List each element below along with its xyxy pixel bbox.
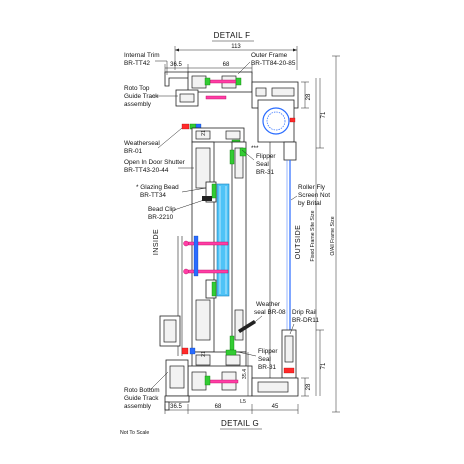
svg-text:BR-TT34: BR-TT34: [140, 192, 166, 199]
svg-text:BR-31: BR-31: [258, 364, 277, 371]
vertical-frame-dims: Fixed Frame Site Size O/All Frame Size: [310, 55, 340, 413]
dim-113-text: 113: [231, 44, 241, 50]
callout-bead-clip: Bead Clip BR-2210: [148, 199, 205, 221]
callout-flipper-seal-bottom: Flipper Seal BR-31: [237, 348, 278, 371]
dim-21-top: 21: [201, 130, 207, 136]
dim-28-bottom: 28: [306, 383, 312, 390]
o-all-frame-size-label: O/All Frame Size: [330, 216, 336, 255]
svg-text:BR-TT43-20-44: BR-TT43-20-44: [124, 167, 169, 174]
svg-text:Roller Fly: Roller Fly: [298, 184, 326, 191]
dim-45-bottom: 45: [272, 404, 279, 410]
svg-text:BR-TT84-20-85: BR-TT84-20-85: [251, 60, 296, 67]
dim-36-5-bottom: 36.5: [170, 404, 182, 410]
svg-text:Drip Rail: Drip Rail: [292, 309, 317, 316]
svg-text:Internal Trim: Internal Trim: [124, 52, 160, 59]
svg-text:Bead Clip: Bead Clip: [148, 206, 176, 213]
svg-text:Weather: Weather: [256, 301, 281, 308]
dim-21-bottom: 21: [201, 351, 207, 357]
door-shutter-body: [183, 141, 247, 353]
callout-drip-rail: Drip Rail BR-DR11: [289, 309, 319, 335]
callout-roller-fly: Roller Fly Screen Not by Brital: [290, 184, 330, 207]
callout-open-in-door: Open In Door Shutter BR-TT43-20-44: [124, 159, 194, 174]
dim-top-right: 28 71 21: [201, 78, 327, 149]
svg-text:Roto Top: Roto Top: [124, 85, 150, 92]
svg-text:Screen Not: Screen Not: [298, 192, 330, 199]
svg-text:Guide Track: Guide Track: [124, 93, 159, 100]
svg-text:Weatherseal: Weatherseal: [124, 140, 160, 147]
callout-roto-bottom: Roto Bottom Guide Track assembly: [124, 371, 169, 410]
svg-text:Roto Bottom: Roto Bottom: [124, 387, 160, 394]
inside-label: INSIDE: [153, 229, 160, 255]
svg-text:by Brital: by Brital: [298, 200, 321, 207]
svg-text:BR-31: BR-31: [256, 169, 275, 176]
dim-bottom-row: 36.5 68 45 L5: [164, 399, 299, 414]
callout-roto-top: Roto Top Guide Track assembly: [124, 85, 178, 108]
svg-text:Outer Frame: Outer Frame: [251, 52, 288, 59]
detail-g-title: DETAIL G: [221, 419, 259, 428]
callout-flipper-seal-top: *** Flipper Seal BR-31: [241, 145, 276, 176]
dim-113: 113: [174, 44, 298, 70]
svg-text:Flipper: Flipper: [256, 153, 276, 160]
callout-outer-frame: Outer Frame BR-TT84-20-85: [237, 52, 296, 75]
bottom-frame-assembly: [164, 320, 299, 411]
fly-screen-assembly: [269, 141, 297, 380]
svg-text:Seal: Seal: [258, 356, 271, 363]
svg-text:BR-DR11: BR-DR11: [292, 317, 319, 324]
svg-text:Guide Track: Guide Track: [124, 395, 159, 402]
dim-68-top: 68: [223, 62, 230, 68]
callout-weatherseal: Weatherseal BR-01: [124, 127, 183, 155]
dim-71-bottom: 71: [321, 362, 327, 369]
svg-text:BR-2210: BR-2210: [148, 214, 174, 221]
svg-text:assembly: assembly: [124, 101, 152, 108]
callout-glazing-bead: * Glazing Bead BR-TT34: [136, 184, 207, 199]
svg-text:BR-01: BR-01: [124, 148, 143, 155]
svg-text:assembly: assembly: [124, 403, 152, 410]
svg-text:* Glazing Bead: * Glazing Bead: [136, 184, 179, 191]
detail-f-title: DETAIL F: [214, 31, 251, 40]
top-frame-assembly: [164, 71, 299, 145]
dim-bottom-right: 28 71 21 35.4: [201, 329, 327, 397]
svg-text:seal BR-08: seal BR-08: [254, 309, 286, 316]
svg-text:BR-TT42: BR-TT42: [124, 60, 150, 67]
fixed-frame-size-label: Fixed Frame Site Size: [310, 210, 316, 261]
svg-text:***: ***: [251, 145, 259, 152]
dim-35-4-bottom: 35.4: [242, 369, 248, 379]
dim-68-bottom: 68: [215, 404, 222, 410]
callout-internal-trim: Internal Trim BR-TT42: [124, 52, 168, 75]
svg-text:Seal: Seal: [256, 161, 269, 168]
dim-l5-bottom: L5: [240, 399, 246, 405]
not-to-scale-label: Not To Scale: [120, 430, 149, 436]
svg-text:Flipper: Flipper: [258, 348, 278, 355]
callout-weather-seal-08: Weather seal BR-08: [249, 301, 286, 327]
dim-71-top: 71: [321, 111, 327, 118]
dim-28-top: 28: [306, 93, 312, 100]
inside-guide-rail: [159, 236, 183, 356]
dim-36-5-top: 36.5: [170, 62, 182, 68]
svg-text:Open In Door Shutter: Open In Door Shutter: [124, 159, 186, 166]
outside-label: OUTSIDE: [295, 225, 302, 260]
